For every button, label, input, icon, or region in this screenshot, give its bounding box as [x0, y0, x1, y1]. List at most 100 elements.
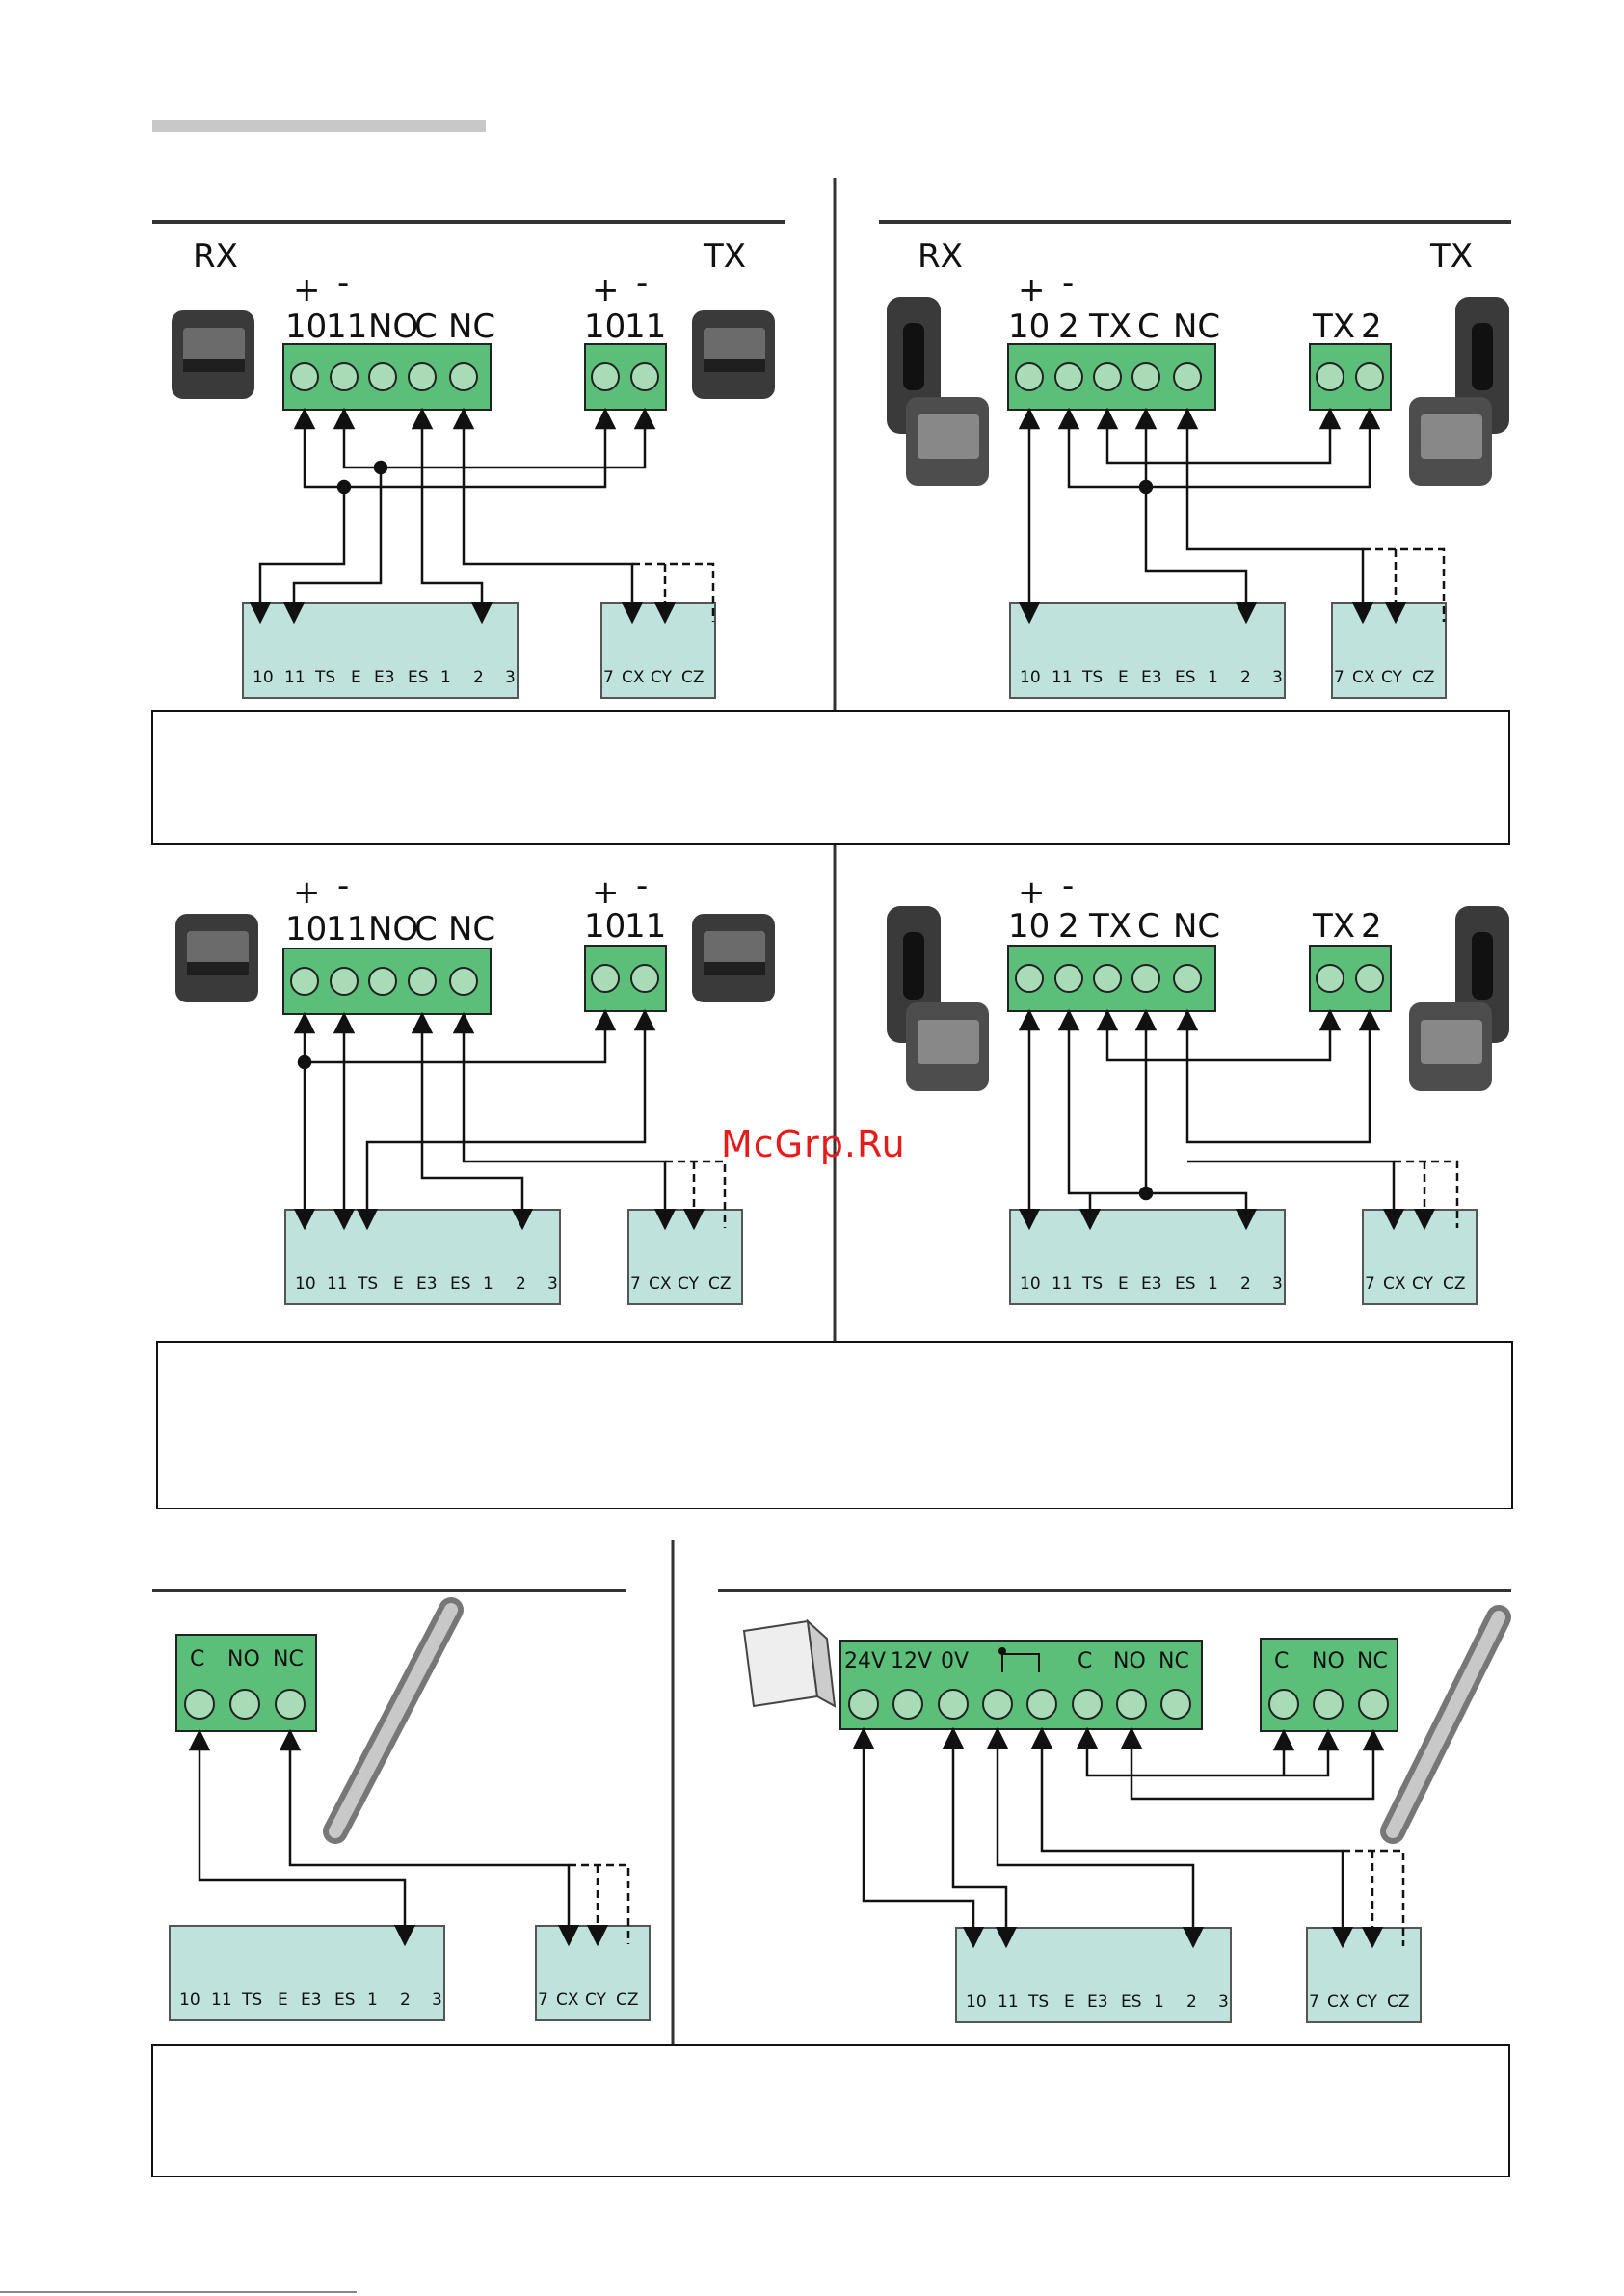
- strip-label: CX: [556, 1990, 579, 2010]
- terminal-label: NC: [448, 307, 495, 346]
- strip-label: 1: [483, 1274, 493, 1294]
- sensitive-edge-icon: [1380, 1605, 1511, 1844]
- terminal-label: C: [414, 910, 438, 948]
- strip-label: 11: [998, 1992, 1019, 2012]
- strip-label: CX: [1352, 668, 1375, 687]
- strip-label: ES: [1175, 1274, 1196, 1294]
- terminal-label: 2: [1058, 307, 1079, 346]
- terminal-label: NC: [1158, 1649, 1189, 1673]
- strip-label: 1: [1154, 1992, 1164, 2012]
- strip-label: TS: [314, 668, 335, 687]
- safety-terminal-strip: 7 CX CY CZ: [1362, 1209, 1478, 1305]
- wiring: [1018, 1008, 1459, 1228]
- strip-label: CZ: [708, 1274, 732, 1294]
- wiring: [852, 1726, 1405, 1946]
- rx-terminal-block: [1007, 945, 1216, 1012]
- polarity-plus: +: [1018, 873, 1046, 912]
- strip-label: 11: [284, 668, 306, 687]
- strip-label: 1: [440, 668, 451, 687]
- strip-label: E: [351, 668, 361, 687]
- strip-label: 2: [400, 1990, 411, 2010]
- polarity-minus: -: [636, 867, 648, 905]
- strip-label: E3: [301, 1990, 322, 2010]
- panel-top-left: RX TX + - + - 10 11 NO C NC 10 11: [172, 237, 775, 699]
- strip-label: E3: [1141, 668, 1162, 687]
- edge-interface-icon: [742, 1618, 837, 1708]
- strip-label: 3: [547, 1274, 558, 1294]
- strip-label: ES: [450, 1274, 471, 1294]
- rx-terminal-block: [1007, 343, 1216, 411]
- terminal-label: NO: [227, 1647, 260, 1671]
- column-photocell-icon: [887, 906, 989, 1091]
- photocell-icon: [172, 310, 254, 399]
- strip-label: CZ: [1412, 668, 1435, 687]
- strip-label: 1: [1208, 1274, 1218, 1294]
- relay-contact-icon: [998, 1647, 1040, 1672]
- terminal-label: 10: [1008, 307, 1050, 346]
- terminal-label: C: [414, 307, 438, 346]
- tx-terminal-block: [584, 945, 667, 1012]
- terminal-label: 10: [1008, 907, 1050, 946]
- terminal-label: 2: [1361, 907, 1382, 946]
- section-header-bar: [152, 120, 486, 132]
- photocell-icon: [692, 914, 775, 1002]
- strip-label: 10: [253, 668, 274, 687]
- terminal-label: C: [1078, 1649, 1092, 1673]
- strip-label: 10: [1020, 1274, 1041, 1294]
- strip-label: 1: [367, 1990, 378, 2010]
- sensitive-edge-icon: [323, 1597, 464, 1844]
- terminal-label: 11: [326, 307, 367, 346]
- strip-label: TS: [1081, 1274, 1103, 1294]
- polarity-plus: +: [592, 271, 620, 309]
- terminal-label: 2: [1361, 307, 1382, 346]
- terminal-label: NC: [273, 1647, 304, 1671]
- caption-box-1: [151, 710, 1510, 845]
- strip-label: CZ: [616, 1990, 639, 2010]
- strip-label: ES: [1175, 668, 1196, 687]
- terminal-label: C: [1274, 1649, 1289, 1673]
- panel-middle-right: + - 10 2 TX C NC TX 2 10 11 TS E E3: [887, 867, 1509, 1305]
- board-terminal-strip: 10 11 TS E E3 ES 1 2 3: [284, 1209, 561, 1305]
- polarity-minus: -: [1062, 867, 1074, 905]
- polarity-plus: +: [293, 873, 321, 912]
- tx-label: TX: [703, 237, 746, 276]
- safety-terminal-strip: 7 CX CY CZ: [535, 1925, 651, 2021]
- strip-label: 10: [1020, 668, 1041, 687]
- polarity-plus: +: [592, 873, 620, 912]
- column-photocell-icon: [1409, 297, 1509, 486]
- strip-label: TS: [1081, 668, 1103, 687]
- board-terminal-strip: 10 11 TS E E3 ES 1 2 3: [169, 1925, 445, 2021]
- strip-label: E3: [1141, 1274, 1162, 1294]
- strip-label: ES: [1121, 1992, 1142, 2012]
- strip-label: CX: [1327, 1992, 1350, 2012]
- terminal-label: 12V: [891, 1649, 932, 1673]
- terminal-label: TX: [1312, 307, 1355, 346]
- polarity-plus: +: [1018, 271, 1046, 309]
- strip-label: CX: [622, 668, 645, 687]
- rx-terminal-block: [282, 948, 492, 1015]
- strip-label: E3: [374, 668, 395, 687]
- strip-label: 3: [1272, 1274, 1283, 1294]
- strip-label: E: [1118, 1274, 1129, 1294]
- strip-label: CZ: [681, 668, 705, 687]
- polarity-minus: -: [1062, 264, 1074, 303]
- terminal-label: NO: [1312, 1649, 1344, 1673]
- column-photocell-icon: [1409, 906, 1509, 1091]
- terminal-label: NC: [1173, 307, 1220, 346]
- strip-label: 11: [327, 1274, 348, 1294]
- rx-label: RX: [918, 237, 963, 276]
- strip-label: CZ: [1387, 1992, 1410, 2012]
- strip-label: E3: [416, 1274, 438, 1294]
- terminal-label: 10: [285, 307, 327, 346]
- tx-terminal-block: [1309, 945, 1392, 1012]
- strip-label: E: [1064, 1992, 1075, 2012]
- panel-bottom-left: C NO NC 10 11 TS E E3 ES 1 2 3 7 CX: [169, 1597, 651, 2021]
- tx-label: TX: [1429, 237, 1473, 276]
- strip-label: 1: [1208, 668, 1218, 687]
- tx-terminal-block: [584, 343, 667, 411]
- strip-label: CX: [649, 1274, 672, 1294]
- strip-label: 7: [630, 1274, 641, 1294]
- terminal-label: 2: [1058, 907, 1079, 946]
- board-terminal-strip: 10 11 TS E E3 ES 1 2 3: [1009, 602, 1286, 699]
- strip-label: 3: [1218, 1992, 1229, 2012]
